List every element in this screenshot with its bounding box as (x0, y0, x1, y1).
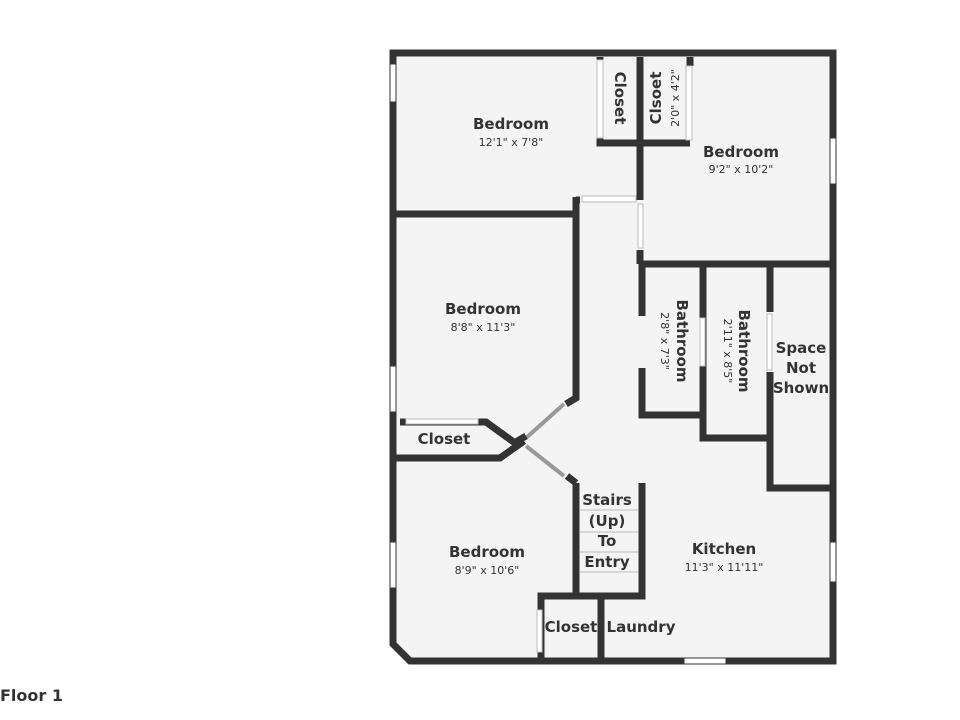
bedroom-top-dim: 12'1" x 7'8" (479, 136, 544, 149)
bedroom-mid-name: Bedroom (445, 300, 521, 318)
bedroom-bottom-name: Bedroom (449, 543, 525, 561)
stairs-line3: To (598, 532, 617, 550)
closet-top-name: Closet (611, 72, 629, 125)
bathroom-a-dim: 2'8" x 7'3" (658, 312, 671, 370)
bedroom-mid-dim: 8'8" x 11'3" (451, 321, 516, 334)
diagonal-doors (524, 402, 566, 478)
space-not-shown-line1: Space (776, 339, 827, 357)
space-not-shown-line3: Shown (773, 379, 829, 397)
bathroom-b-dim: 2'11" x 8'5" (721, 319, 734, 384)
kitchen-dim: 11'3" x 11'11" (685, 561, 764, 574)
bedroom-right-name: Bedroom (703, 143, 779, 161)
floor-label: Floor 1 (0, 686, 63, 705)
laundry-name: Laundry (607, 618, 676, 636)
bathroom-a-name: Bathroom (673, 299, 691, 382)
stairs-line1: Stairs (582, 491, 632, 509)
space-not-shown-line2: Not (786, 359, 816, 377)
stairs-line4: Entry (584, 553, 629, 571)
bedroom-top-name: Bedroom (473, 115, 549, 133)
floor-area (393, 53, 833, 661)
bathroom-b-name: Bathroom (735, 309, 753, 392)
closet-small-name: Clsoet (647, 72, 665, 125)
stair-treads (580, 509, 638, 573)
bedroom-right-dim: 9'2" x 10'2" (709, 163, 774, 176)
closet-mid-name: Closet (418, 430, 471, 448)
closet-small-dim: 2'0" x 4'2" (669, 69, 682, 127)
stairs-line2: (Up) (589, 512, 626, 530)
kitchen-name: Kitchen (692, 540, 756, 558)
door-openings (405, 59, 773, 653)
windows (389, 63, 837, 665)
closet-bottom-name: Closet (545, 618, 598, 636)
bedroom-bottom-dim: 8'9" x 10'6" (455, 564, 520, 577)
